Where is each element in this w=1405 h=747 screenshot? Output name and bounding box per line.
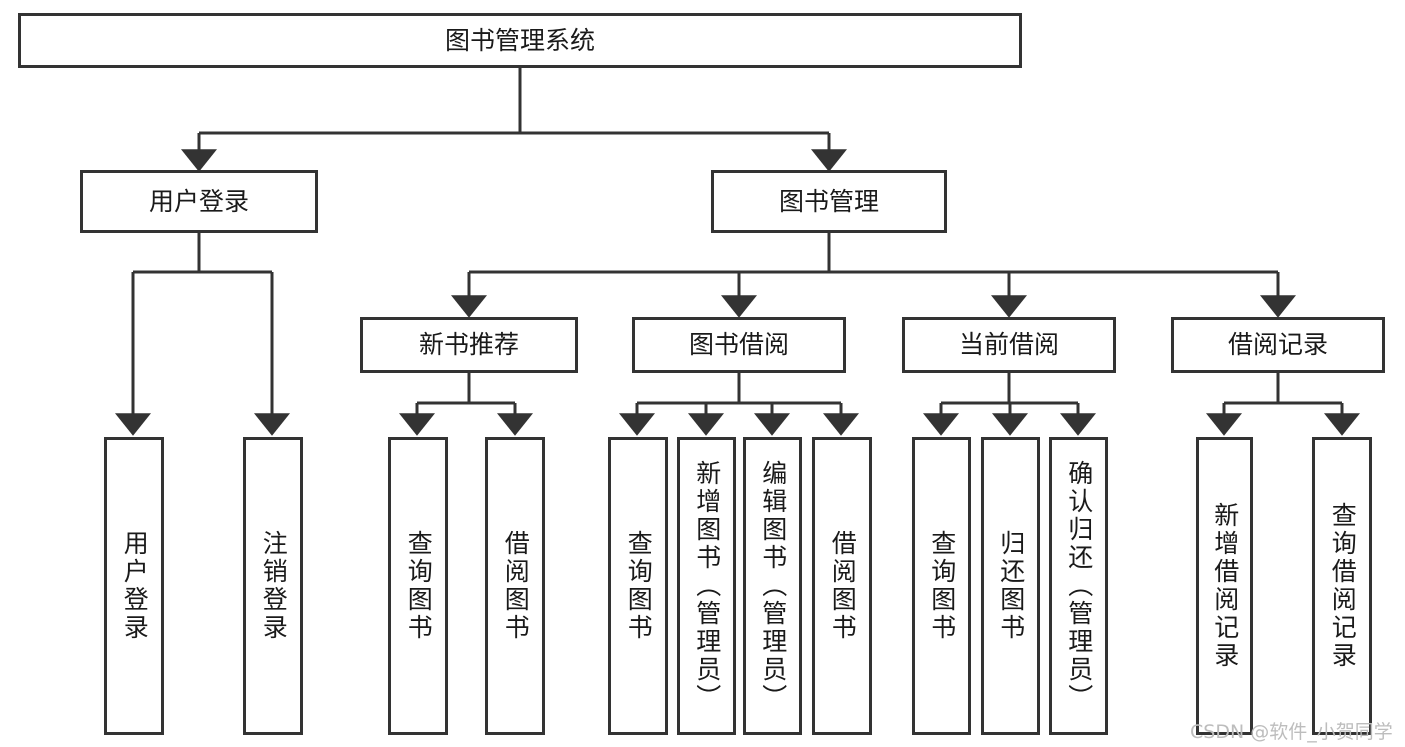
csdn-watermark: CSDN @软件_小贺同学 — [1190, 721, 1393, 743]
node-leaf-logout-label: 注销登录 — [259, 530, 289, 642]
node-leaf-borrow-book-1[interactable]: 借阅图书 — [485, 437, 545, 735]
node-leaf-borrow-book-2-label: 借阅图书 — [828, 530, 858, 642]
node-leaf-edit-book[interactable]: 编辑图书（管理员） — [743, 437, 802, 735]
node-leaf-query-book-2-label: 查询图书 — [624, 530, 654, 642]
node-leaf-borrow-book-1-label: 借阅图书 — [501, 530, 531, 642]
node-leaf-query-record-label: 查询借阅记录 — [1328, 502, 1358, 670]
node-leaf-user-login[interactable]: 用户登录 — [104, 437, 164, 735]
node-book-manage-label: 图书管理 — [778, 186, 879, 216]
node-root-label: 图书管理系统 — [444, 25, 595, 55]
node-leaf-logout[interactable]: 注销登录 — [243, 437, 303, 735]
node-leaf-borrow-book-2[interactable]: 借阅图书 — [812, 437, 872, 735]
node-leaf-confirm-return[interactable]: 确认归还（管理员） — [1049, 437, 1108, 735]
node-leaf-return-book-label: 归还图书 — [996, 530, 1026, 642]
node-leaf-add-book[interactable]: 新增图书（管理员） — [677, 437, 736, 735]
node-book-borrow[interactable]: 图书借阅 — [632, 317, 846, 373]
node-root[interactable]: 图书管理系统 — [18, 13, 1022, 68]
node-leaf-add-record-label: 新增借阅记录 — [1210, 502, 1240, 670]
node-leaf-query-book-1-label: 查询图书 — [404, 530, 434, 642]
node-leaf-return-book[interactable]: 归还图书 — [981, 437, 1040, 735]
node-leaf-query-record[interactable]: 查询借阅记录 — [1312, 437, 1372, 735]
node-current-borrow[interactable]: 当前借阅 — [902, 317, 1116, 373]
node-book-borrow-label: 图书借阅 — [688, 330, 789, 360]
node-new-book-rec-label: 新书推荐 — [418, 330, 519, 360]
node-new-book-rec[interactable]: 新书推荐 — [360, 317, 578, 373]
node-user-login[interactable]: 用户登录 — [80, 170, 318, 233]
node-current-borrow-label: 当前借阅 — [958, 330, 1059, 360]
node-leaf-query-book-2[interactable]: 查询图书 — [608, 437, 668, 735]
node-leaf-query-book-3[interactable]: 查询图书 — [912, 437, 971, 735]
node-borrow-record-label: 借阅记录 — [1227, 330, 1328, 360]
node-leaf-add-book-label: 新增图书（管理员） — [692, 460, 722, 712]
node-leaf-query-book-1[interactable]: 查询图书 — [388, 437, 448, 735]
node-leaf-user-login-label: 用户登录 — [120, 530, 150, 642]
node-leaf-edit-book-label: 编辑图书（管理员） — [758, 460, 788, 712]
node-book-manage[interactable]: 图书管理 — [711, 170, 947, 233]
node-leaf-add-record[interactable]: 新增借阅记录 — [1196, 437, 1253, 735]
node-leaf-confirm-return-label: 确认归还（管理员） — [1064, 460, 1094, 712]
node-user-login-label: 用户登录 — [148, 186, 249, 216]
node-leaf-query-book-3-label: 查询图书 — [927, 530, 957, 642]
node-borrow-record[interactable]: 借阅记录 — [1171, 317, 1385, 373]
